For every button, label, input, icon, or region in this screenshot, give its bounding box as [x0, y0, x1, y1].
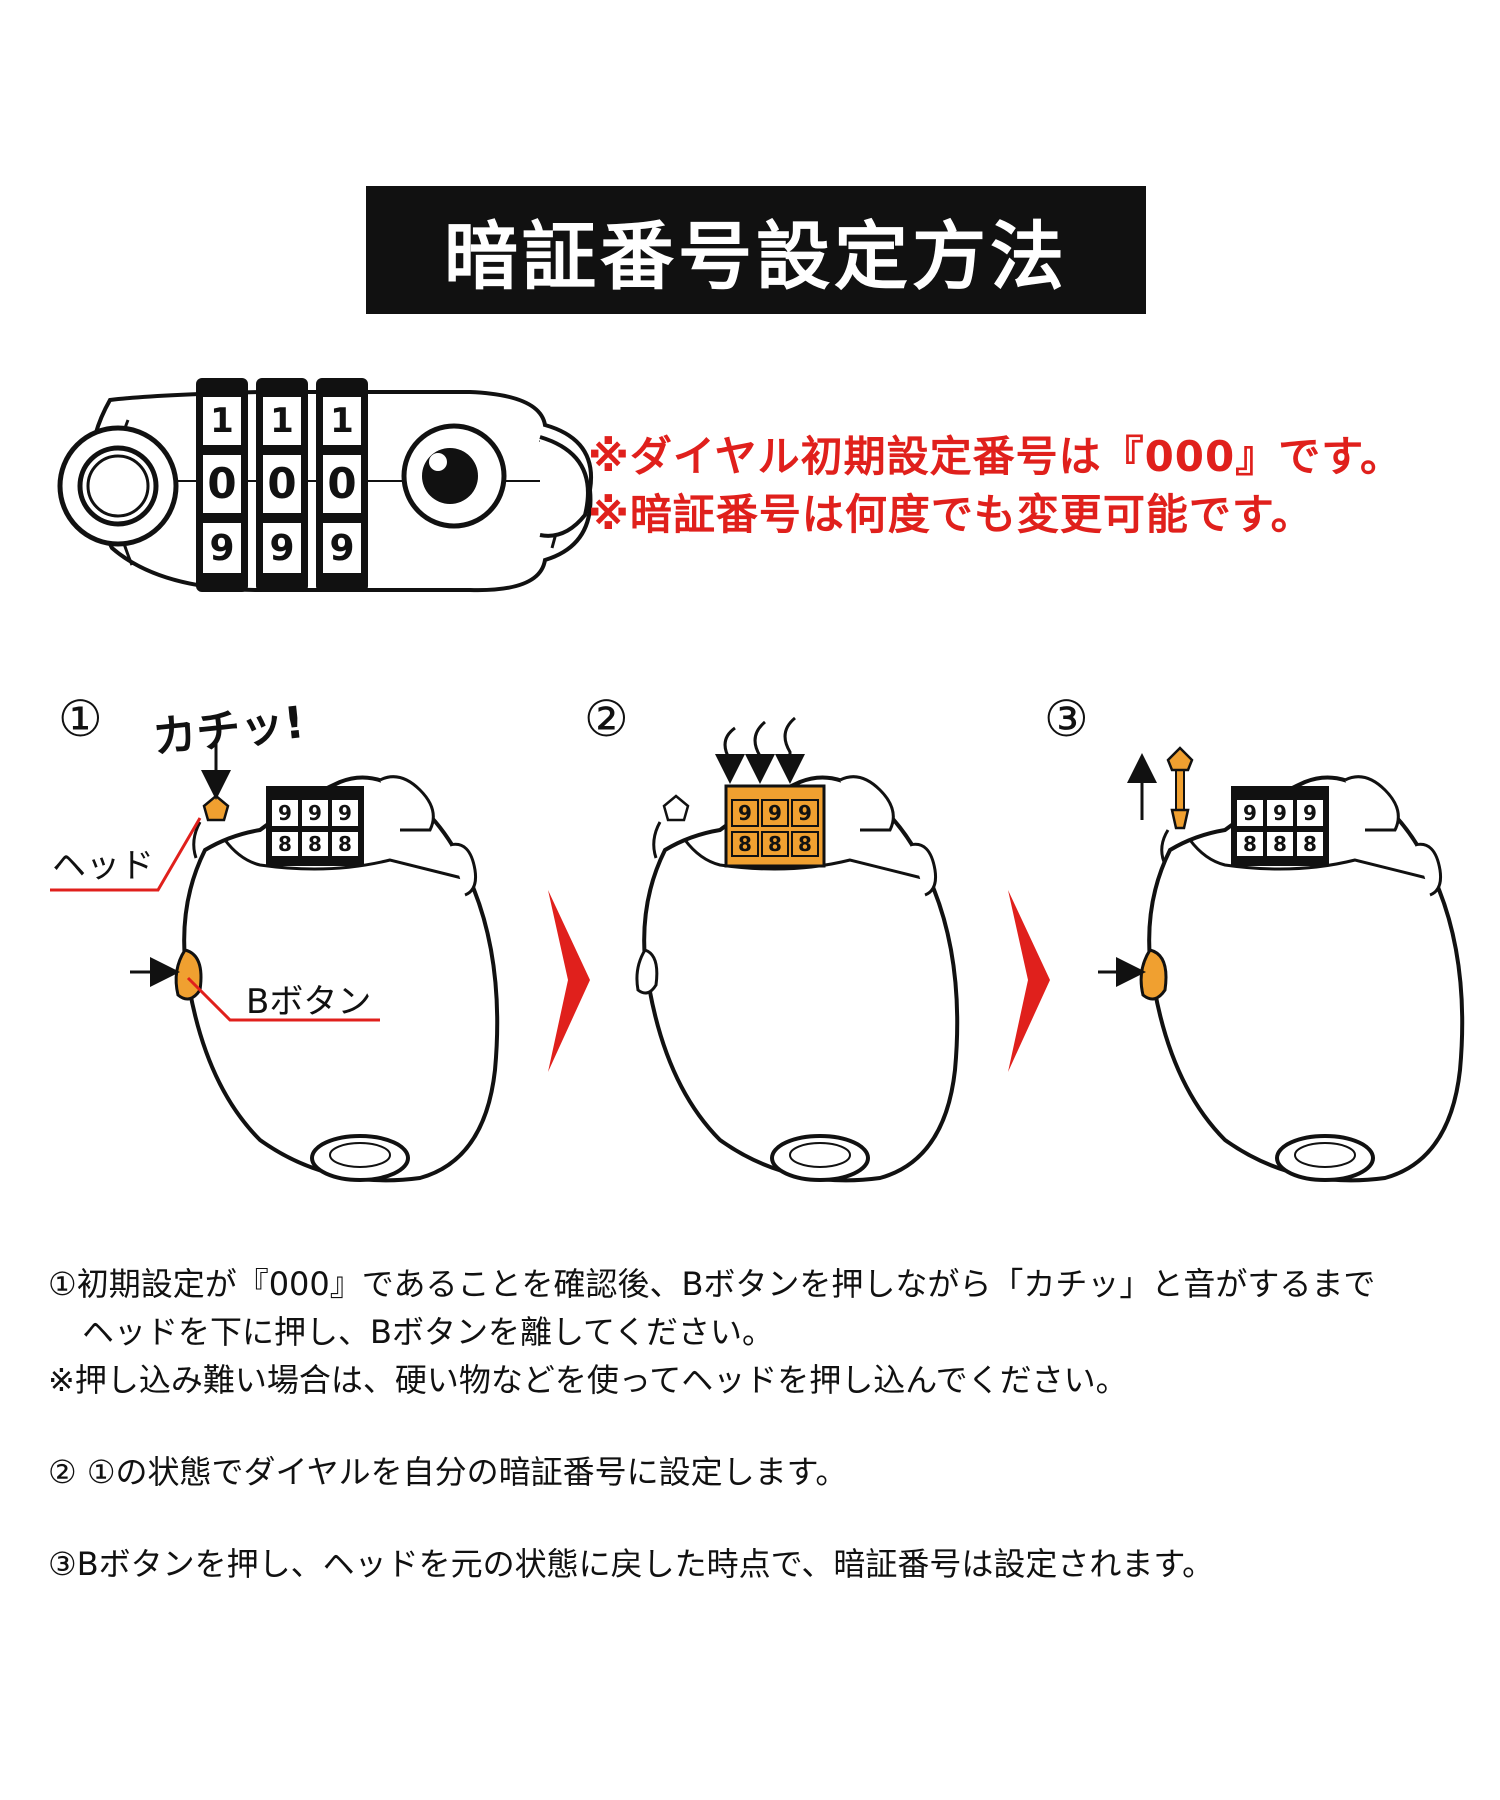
step-number-2: ② [584, 690, 629, 748]
step-1-dial-3-top: 9 [338, 801, 352, 825]
next-step-arrow-icon-2 [1008, 890, 1050, 1072]
step-number-3: ③ [1044, 690, 1089, 748]
step-3-lock: 9 9 9 8 8 8 [1098, 746, 1465, 1183]
step-1-dial-3-bottom: 8 [338, 832, 352, 856]
dial-3-bottom-digit: 9 [329, 528, 354, 569]
step-2-dial-2-top: 9 [768, 801, 782, 825]
step-number-1: ① [58, 690, 103, 748]
instruction-2: ② ①の状態でダイヤルを自分の暗証番号に設定します。 [48, 1453, 848, 1491]
dial-3-middle-digit: 0 [327, 459, 356, 508]
step-1-lock: 9 9 9 8 8 8 [50, 740, 500, 1183]
dial-wheel-1 [196, 378, 248, 592]
next-step-arrow-icon [548, 890, 590, 1072]
step-3-dial-1-top: 9 [1243, 801, 1257, 825]
step-2-dial-3-top: 9 [798, 801, 812, 825]
dial-2-bottom-digit: 9 [269, 528, 294, 569]
step-3-dial-2-top: 9 [1273, 801, 1287, 825]
dial-2-middle-digit: 0 [267, 459, 296, 508]
dial-1-middle-digit: 0 [207, 459, 236, 508]
step-3-dial-2-bottom: 8 [1273, 832, 1287, 856]
step-1-dial-1-bottom: 8 [278, 832, 292, 856]
dial-1-top-digit: 1 [210, 401, 234, 441]
dial-1-bottom-digit: 9 [209, 528, 234, 569]
step-3-dial-3-top: 9 [1303, 801, 1317, 825]
dial-3-top-digit: 1 [330, 401, 354, 441]
dial-wheel-3 [316, 378, 368, 592]
step-1-dial-2-top: 9 [308, 801, 322, 825]
step-2-dial-2-bottom: 8 [768, 832, 782, 856]
rotate-dials-arrows-icon [715, 716, 805, 784]
instruction-1-continued: ヘッドを下に押し、Bボタンを離してください。 [82, 1313, 775, 1351]
instructions: ①初期設定が『000』であることを確認後、Bボタンを押しながら「カチッ」と音がす… [48, 1260, 1468, 1588]
step-2-dial-1-bottom: 8 [738, 832, 752, 856]
step-1-dial-1-top: 9 [278, 801, 292, 825]
dial-2-top-digit: 1 [270, 401, 294, 441]
step-3-dial-3-bottom: 8 [1303, 832, 1317, 856]
notes: ※ダイヤル初期設定番号は『000』です。 ※暗証番号は何度でも変更可能です。 [588, 428, 1403, 544]
step-2-dial-1-top: 9 [738, 801, 752, 825]
step-2-dial-3-bottom: 8 [798, 832, 812, 856]
click-sound-label: カチッ! [150, 697, 307, 764]
note-default-code: ※ダイヤル初期設定番号は『000』です。 [588, 432, 1404, 481]
instruction-3: ③Bボタンを押し、ヘッドを元の状態に戻した時点で、暗証番号は設定されます。 [48, 1545, 1215, 1583]
step-1-dial-2-bottom: 8 [308, 832, 322, 856]
b-button-label: Bボタン [246, 982, 372, 1022]
dial-wheel-2 [256, 378, 308, 592]
step-3-dial-1-bottom: 8 [1243, 832, 1257, 856]
head-label: ヘッド [52, 846, 154, 886]
instruction-1: ①初期設定が『000』であることを確認後、Bボタンを押しながら「カチッ」と音がす… [48, 1265, 1376, 1303]
page-title: 暗証番号設定方法 [444, 213, 1068, 300]
step-2-lock: 9 9 9 8 8 8 [635, 716, 960, 1183]
note-changeable: ※暗証番号は何度でも変更可能です。 [588, 490, 1314, 539]
title-bar: 暗証番号設定方法 [366, 186, 1146, 314]
instruction-1-note: ※押し込み難い場合は、硬い物などを使ってヘッドを押し込んでください。 [48, 1361, 1128, 1399]
